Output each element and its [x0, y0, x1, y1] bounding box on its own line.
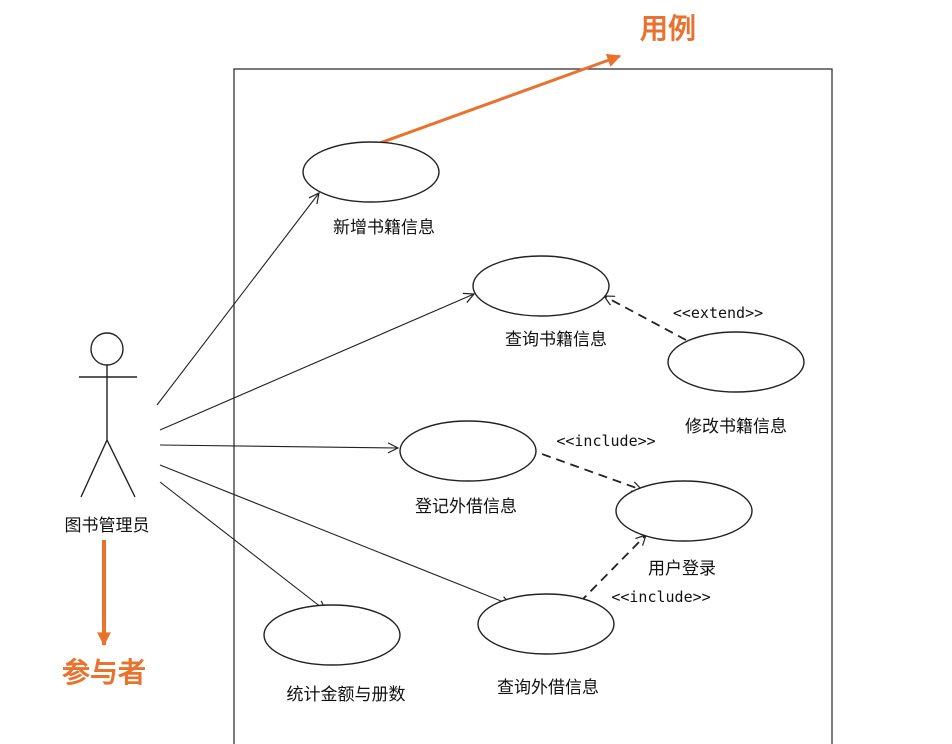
usecase-register-borrow [399, 420, 537, 482]
usecase-stats [263, 604, 401, 666]
usecase-query-borrow [477, 593, 615, 655]
usecase-query-book [472, 255, 610, 317]
usecase-callout-arrow [379, 53, 622, 145]
assoc-add-book [156, 193, 319, 406]
actor-figure [79, 332, 137, 498]
usecase-label-add-book: 新增书籍信息 [333, 218, 435, 238]
usecase-label-user-login: 用户登录 [648, 559, 716, 579]
usecase-user-login [615, 480, 753, 542]
extend-line [604, 295, 687, 341]
usecase-label-query-borrow: 查询外借信息 [497, 678, 599, 698]
usecase-modify-book [667, 331, 805, 393]
usecase-label-register-borrow: 登记外借信息 [415, 497, 517, 517]
include-line-1 [527, 448, 642, 490]
stereotype-include-2: <<include>> [611, 588, 710, 606]
include-line-2 [579, 535, 646, 603]
actor-callout-label: 参与者 [62, 656, 146, 689]
actor-label: 图书管理员 [65, 516, 150, 536]
stereotype-include-1: <<include>> [556, 432, 655, 450]
usecase-label-modify-book: 修改书籍信息 [685, 417, 787, 437]
usecase-callout-label: 用例 [640, 12, 696, 45]
assoc-register-borrow [159, 445, 398, 448]
assoc-stats [159, 481, 326, 611]
assoc-query-book [159, 294, 474, 431]
usecase-add-book [302, 141, 440, 203]
usecase-label-stats: 统计金额与册数 [287, 685, 406, 705]
usecase-label-query-book: 查询书籍信息 [505, 330, 607, 350]
stereotype-extend: <<extend>> [673, 304, 763, 322]
system-boundary [233, 68, 833, 744]
assoc-query-borrow [159, 464, 511, 605]
